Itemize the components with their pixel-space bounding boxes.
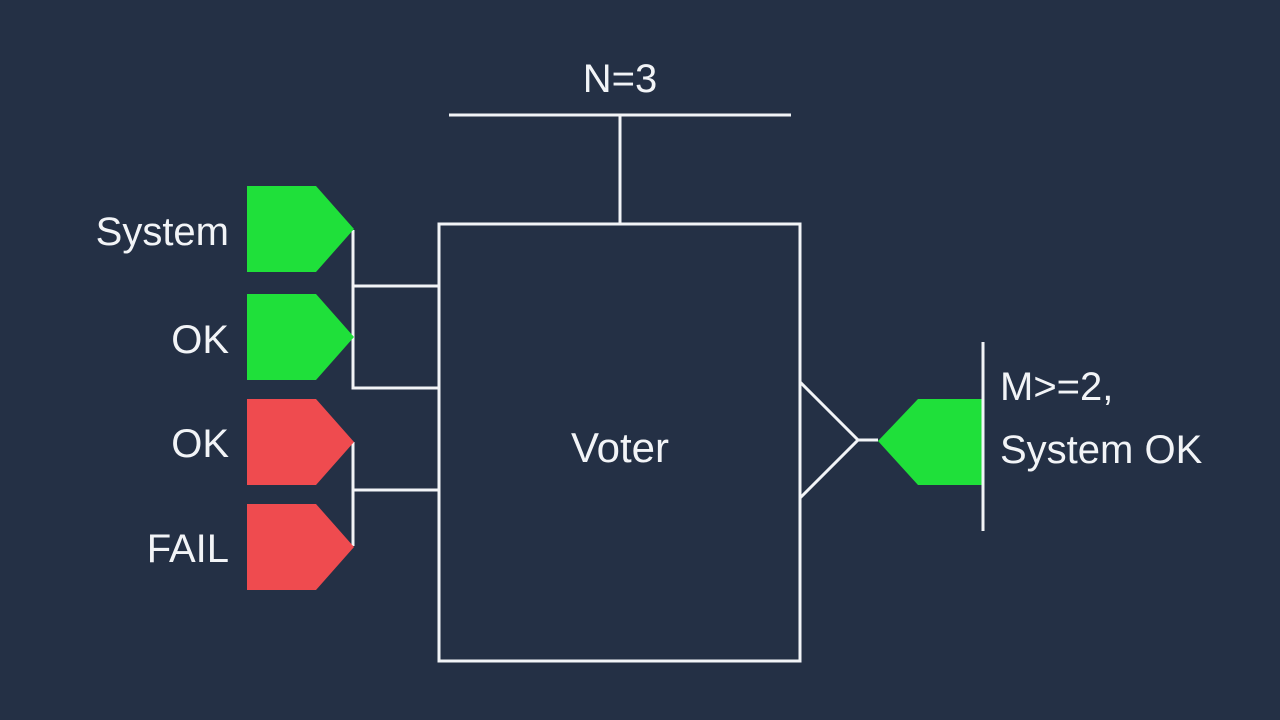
input-label-1: System: [96, 210, 229, 254]
output-label-line2: System OK: [1000, 428, 1203, 472]
input-label-2: OK: [171, 318, 229, 362]
output-wire: [798, 380, 861, 500]
diagram-title: N=3: [583, 57, 658, 101]
input-tag-2: [247, 294, 354, 380]
output-tag: [878, 399, 984, 485]
input-tag-3: [247, 399, 354, 485]
voter-box: [437, 222, 802, 663]
input-tag-4: [247, 504, 354, 590]
input-label-3: OK: [171, 422, 229, 466]
output-label-line1: M>=2,: [1000, 365, 1113, 409]
input-tag-1: [247, 186, 354, 272]
input-label-4: FAIL: [147, 527, 229, 571]
voter-label: Voter: [571, 424, 669, 471]
input-wire-upper: [351, 230, 439, 390]
